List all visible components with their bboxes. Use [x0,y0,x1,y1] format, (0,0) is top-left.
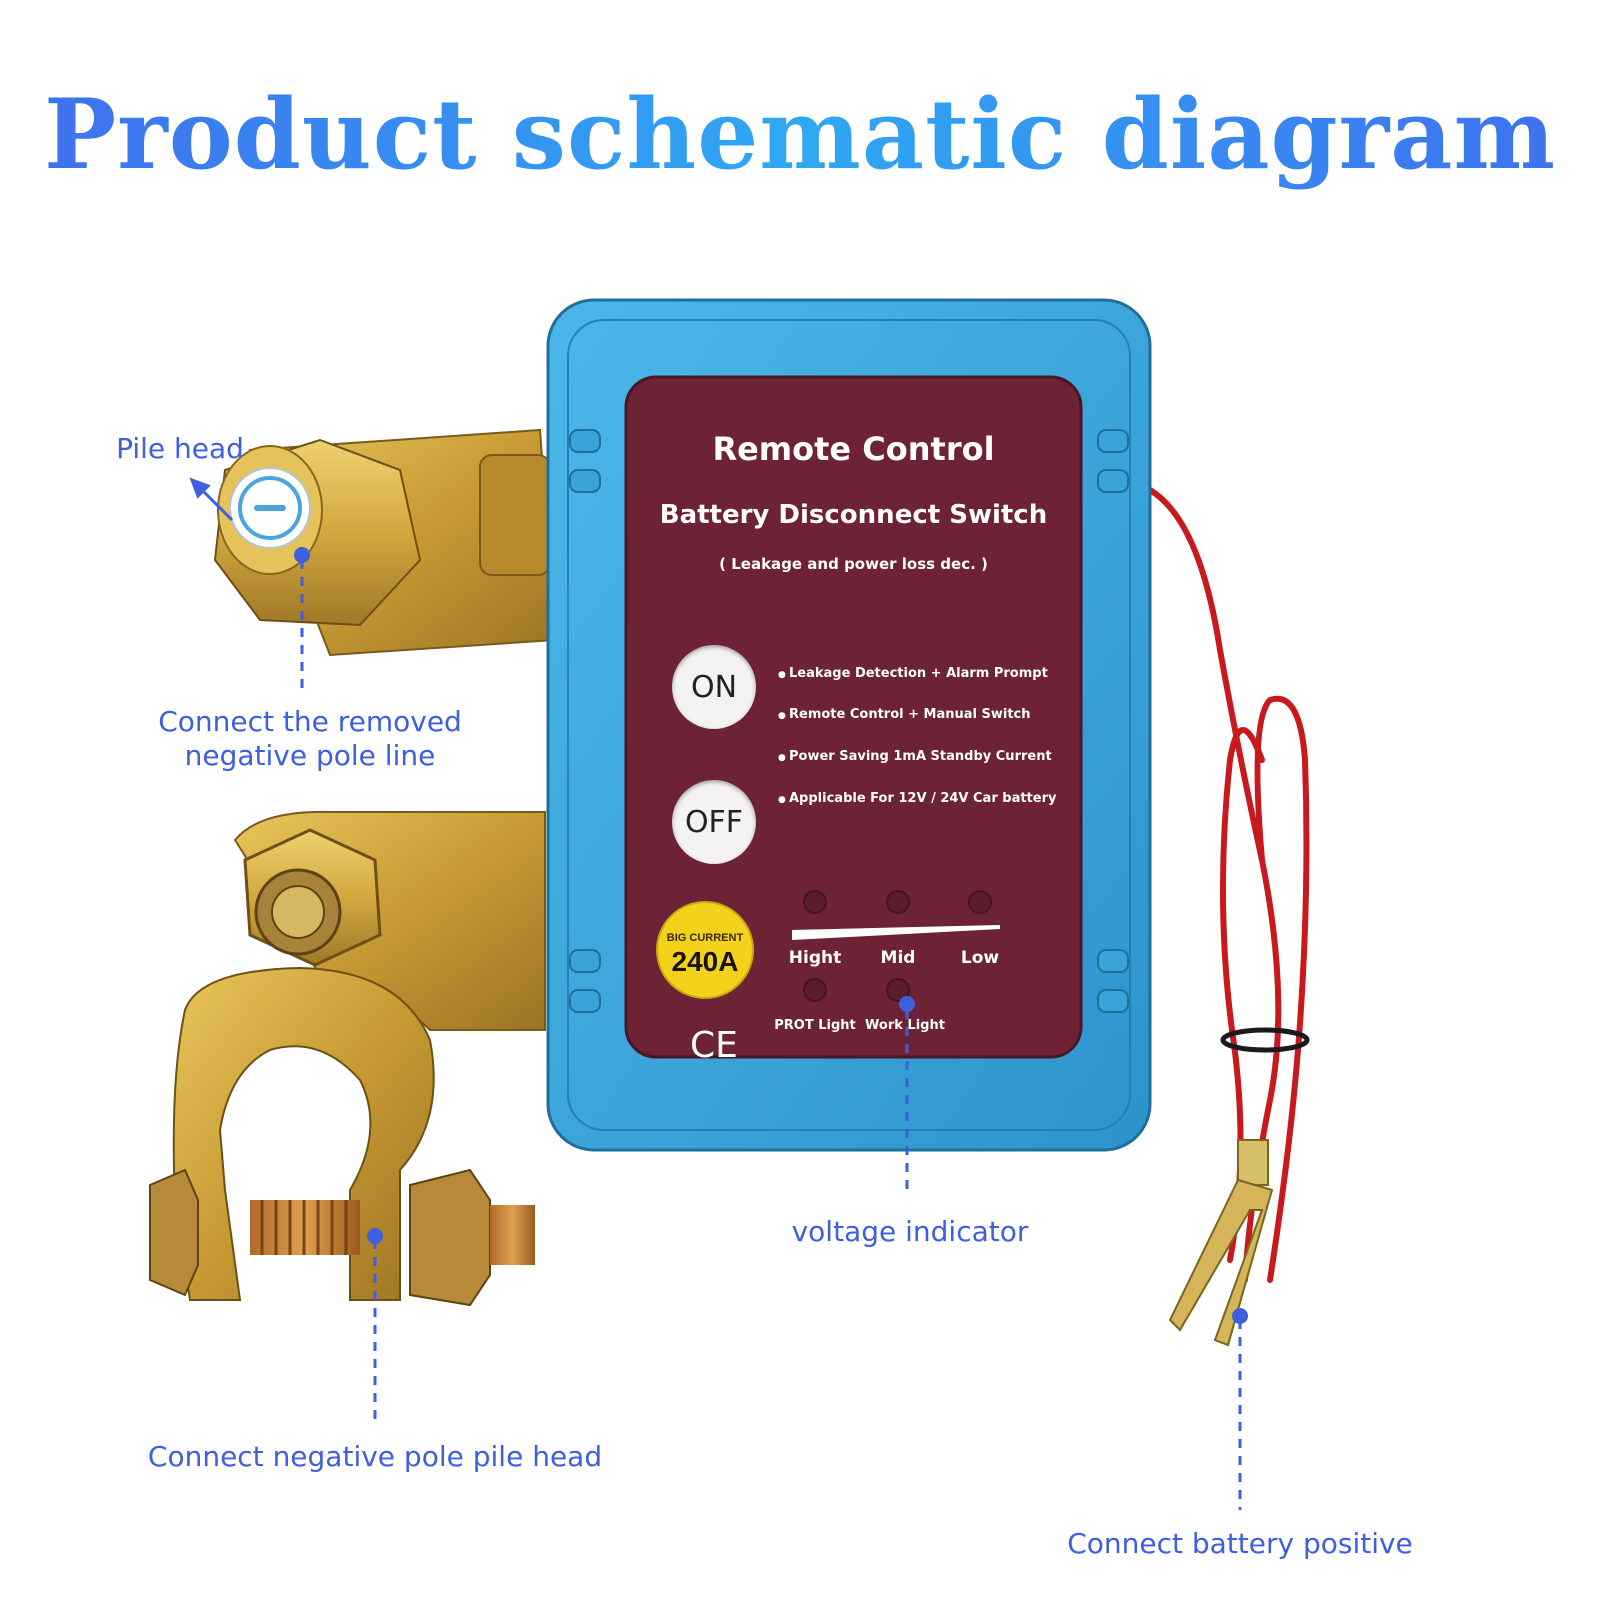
feature-3: Power Saving 1mA Standby Current [778,749,1052,764]
badge-top-text: BIG CURRENT [666,932,744,944]
wire-tie [1220,1027,1310,1053]
page-title: Product schematic diagram [0,78,1600,191]
fork-terminal [1168,1139,1274,1347]
removed-negative-label-line2: negative pole line [184,739,436,772]
removed-negative-label-line1: Connect the removed [158,705,462,738]
current-badge [656,901,754,999]
ce-mark: CE [690,1025,738,1066]
red-wire [1147,487,1310,1283]
lower-terminal [149,810,546,1307]
feature-1: Leakage Detection + Alarm Prompt [778,666,1048,681]
on-button: ON [672,645,756,729]
panel-subheading: Battery Disconnect Switch [659,500,1048,530]
level-mid-label: Mid [880,948,916,968]
feature-2: Remote Control + Manual Switch [778,707,1031,722]
leader-dots [294,547,1248,1324]
leader-arrow [189,477,234,522]
leader-lines [300,560,1242,1510]
voltage-indicator-label: voltage indicator [791,1215,1029,1248]
panel-heading: Remote Control [712,430,995,468]
prot-light-label: PROT Light [774,1018,856,1033]
indicator-leds [803,890,992,1002]
work-light-label: Work Light [865,1018,945,1033]
feature-4: Applicable For 12V / 24V Car battery [778,791,1056,806]
level-bar [792,925,1000,940]
level-high-label: Hight [788,948,842,968]
off-button: OFF [672,780,756,864]
badge-value: 240A [671,946,739,977]
panel-note: ( Leakage and power loss dec. ) [719,555,988,573]
level-low-label: Low [960,948,1000,968]
upper-terminal [213,428,557,657]
pile-head-label: Pile head [116,432,244,465]
battery-positive-label: Connect battery positive [1067,1527,1413,1560]
negative-pile-head-label: Connect negative pole pile head [147,1440,603,1473]
